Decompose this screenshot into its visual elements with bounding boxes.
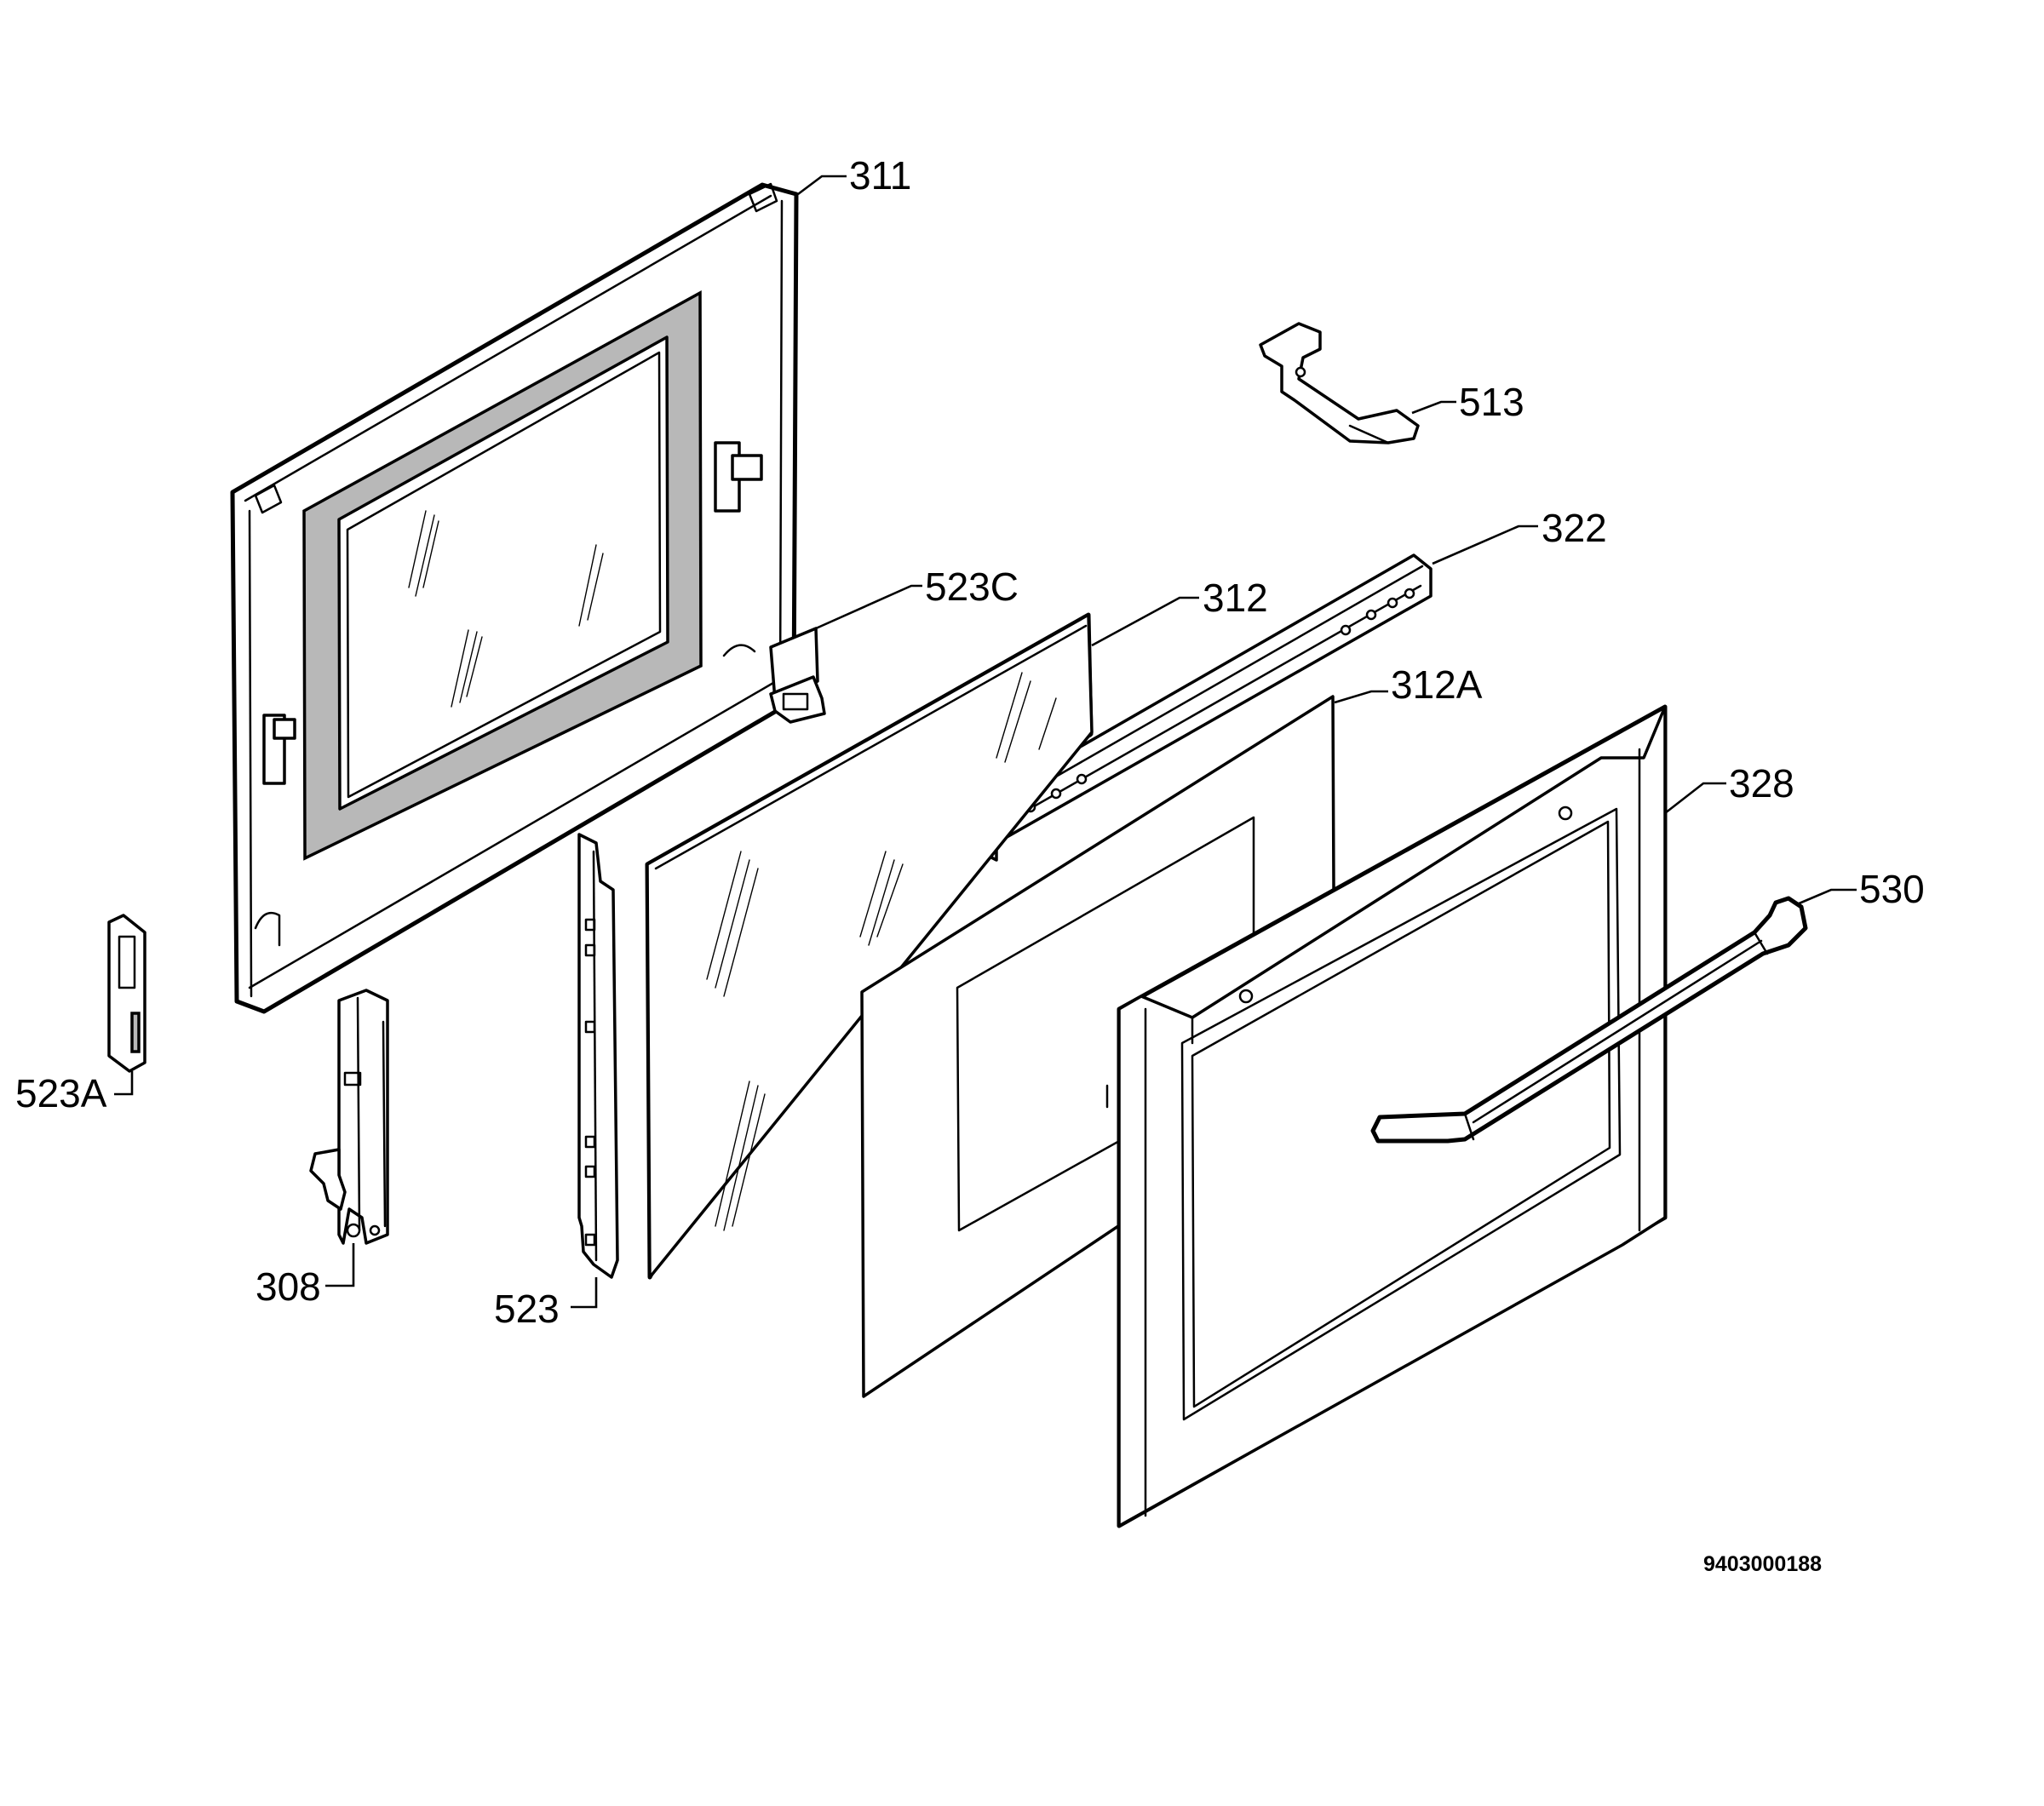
part-311-inner-door-panel: [230, 182, 799, 1014]
callout-513: 513: [1459, 380, 1524, 424]
callout-328: 328: [1729, 761, 1794, 806]
part-523-side-strip: [577, 833, 619, 1279]
document-number: 9403000188: [1703, 1552, 1822, 1576]
callout-311: 311: [849, 153, 911, 198]
callout-labels: 311 513 322 523C 312 312A 328 530 523A 3…: [15, 153, 1925, 1331]
callout-322: 322: [1542, 506, 1607, 550]
callout-530: 530: [1859, 867, 1925, 911]
part-530-handle: [1370, 896, 1808, 1144]
callout-523a: 523A: [15, 1071, 107, 1115]
part-513-latch: [1259, 322, 1420, 444]
callout-312: 312: [1203, 576, 1268, 620]
callout-523: 523: [494, 1287, 560, 1331]
part-308-hinge: [309, 989, 389, 1245]
callout-312a: 312A: [1391, 662, 1483, 707]
callout-523c: 523C: [925, 565, 1019, 609]
part-523c-bracket: [769, 627, 826, 724]
part-523a-clip: [107, 914, 146, 1073]
leader-lines: [114, 175, 1857, 1309]
part-312-middle-glass: [645, 612, 1094, 1280]
callout-308: 308: [256, 1264, 321, 1309]
